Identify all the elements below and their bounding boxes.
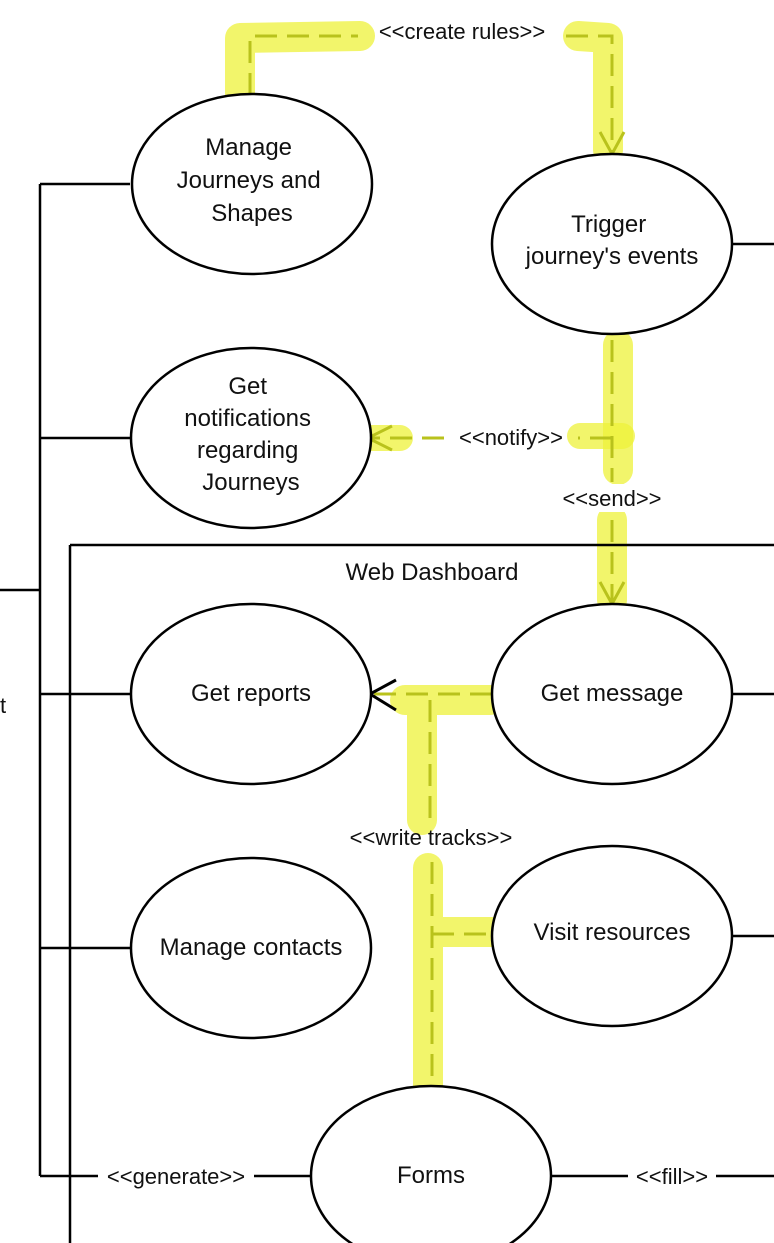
system-boundary: Web Dashboard [68,543,774,1243]
ellipse-trigger-events [490,152,734,336]
ellipse-visit-resources [490,844,734,1028]
label-send-bg [548,484,676,512]
ellipse-manage-contacts [129,856,373,1040]
text-trigger-events: Trigger journey's events [525,211,699,270]
relation-labels: <<create rules>> <<notify>> <<send>> <<w… [107,19,708,1189]
use-case-get-reports[interactable]: Get reports [129,602,373,786]
use-case-visit-resources[interactable]: Visit resources [490,844,734,1028]
text-forms: Forms [397,1162,465,1189]
highlight-write-tracks [390,685,507,1103]
label-write-tracks: <<write tracks>> [350,825,513,850]
text-get-notifications: Get notifications regarding Journeys [184,373,317,496]
line-trigger-events-1: Trigger [571,211,646,238]
line-visit-resources-1: Visit resources [534,919,691,946]
text-manage-journeys: Manage Journeys and Shapes [177,134,328,227]
ellipse-get-notifications [129,346,373,530]
dep-create-rules [248,34,614,152]
label-fill: <<fill>> [636,1164,708,1189]
ellipse-get-message [490,602,734,786]
dep-write-tracks [428,700,496,1090]
use-case-get-notifications[interactable]: Get notifications regarding Journeys [129,346,373,530]
text-manage-contacts: Manage contacts [160,934,343,961]
ellipse-get-reports [129,602,373,786]
ellipse-forms [309,1084,553,1243]
text-get-message: Get message [541,680,684,707]
system-title: Web Dashboard [346,559,519,586]
use-case-get-message[interactable]: Get message [490,602,734,786]
line-get-notifications-2: notifications [184,405,311,432]
line-trigger-events-2: journey's events [525,243,699,270]
actor-label-fragment: t [0,693,6,718]
line-get-notifications-3: regarding [197,437,298,464]
line-get-notifications-1: Get [228,373,267,400]
line-manage-journeys-3: Shapes [211,200,292,227]
ellipse-manage-journeys [130,92,374,276]
label-create-rules: <<create rules>> [379,19,545,44]
use-case-manage-journeys[interactable]: Manage Journeys and Shapes [130,92,374,276]
line-manage-journeys-2: Journeys and [177,167,321,194]
line-manage-journeys-1: Manage [205,134,292,161]
label-send: <<send>> [562,486,661,511]
line-manage-contacts-1: Manage contacts [160,934,343,961]
label-notify: <<notify>> [459,425,563,450]
text-get-reports: Get reports [191,680,311,707]
use-case-trigger-events[interactable]: Trigger journey's events [490,152,734,336]
use-case-forms[interactable]: Forms [309,1084,553,1243]
text-visit-resources: Visit resources [534,919,691,946]
use-cases: Manage Journeys and Shapes Trigger journ… [129,92,734,1243]
label-generate: <<generate>> [107,1164,245,1189]
line-get-notifications-4: Journeys [202,469,299,496]
use-case-manage-contacts[interactable]: Manage contacts [129,856,373,1040]
line-get-message-1: Get message [541,680,684,707]
line-get-reports-1: Get reports [191,680,311,707]
line-forms-1: Forms [397,1162,465,1189]
